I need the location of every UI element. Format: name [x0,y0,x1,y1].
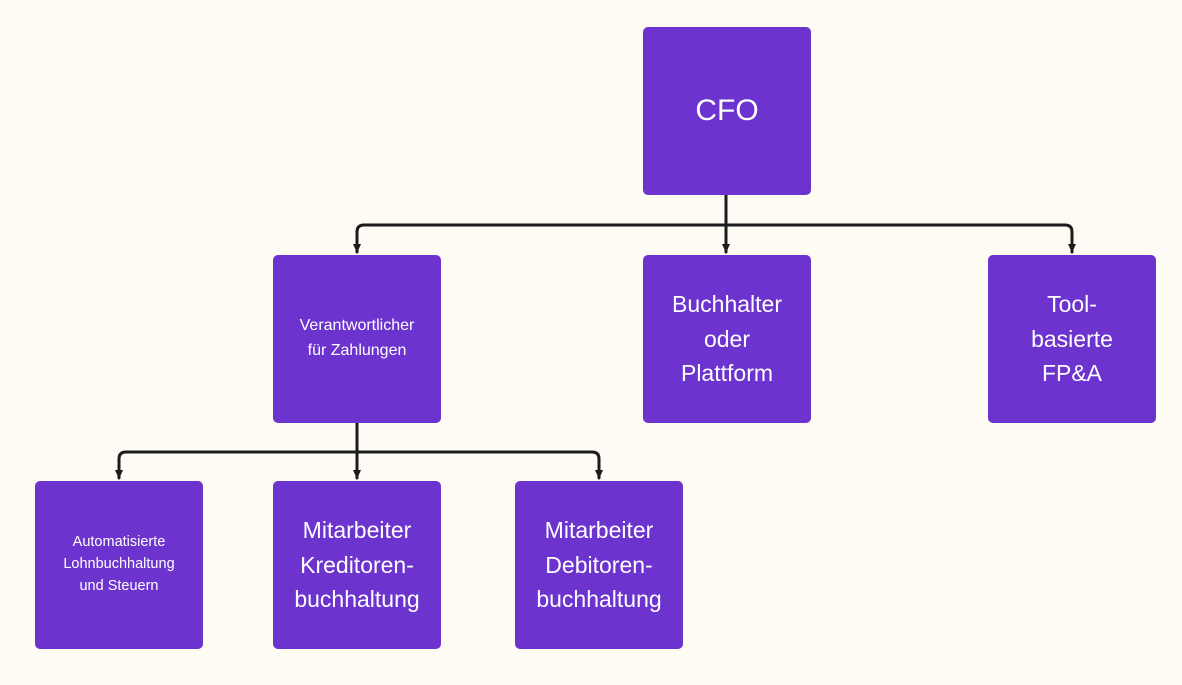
node-payments-manager-label: Verantwortlicher für Zahlungen [299,317,415,359]
connector-cfo-to-payments [353,193,728,254]
node-automated-payroll-label: Automatisierte Lohnbuchhaltung und Steue… [63,534,175,594]
node-accounts-payable-staff: Mitarbeiter Kreditoren- buchhaltung [273,481,441,649]
node-automated-payroll: Automatisierte Lohnbuchhaltung und Steue… [35,481,203,649]
node-tool-based-fpa: Tool- basierte FP&A [988,255,1156,423]
node-accounts-receivable-staff: Mitarbeiter Debitoren- buchhaltung [515,481,683,649]
connector-payments-to-payroll [115,421,359,480]
node-payments-manager: Verantwortlicher für Zahlungen [273,255,441,423]
node-accounts-payable-staff-label: Mitarbeiter Kreditoren- buchhaltung [294,517,420,613]
node-cfo: CFO [643,27,811,195]
node-cfo-label: CFO [695,94,759,127]
node-tool-based-fpa-label: Tool- basierte FP&A [1031,291,1113,387]
node-accountant-or-platform: Buchhalter oder Plattform [643,255,811,423]
connector-cfo-to-fpa [724,223,1076,254]
node-accountant-or-platform-label: Buchhalter oder Plattform [672,291,782,387]
connector-payments-to-receivables [355,450,603,480]
node-accounts-receivable-staff-label: Mitarbeiter Debitoren- buchhaltung [536,517,662,613]
